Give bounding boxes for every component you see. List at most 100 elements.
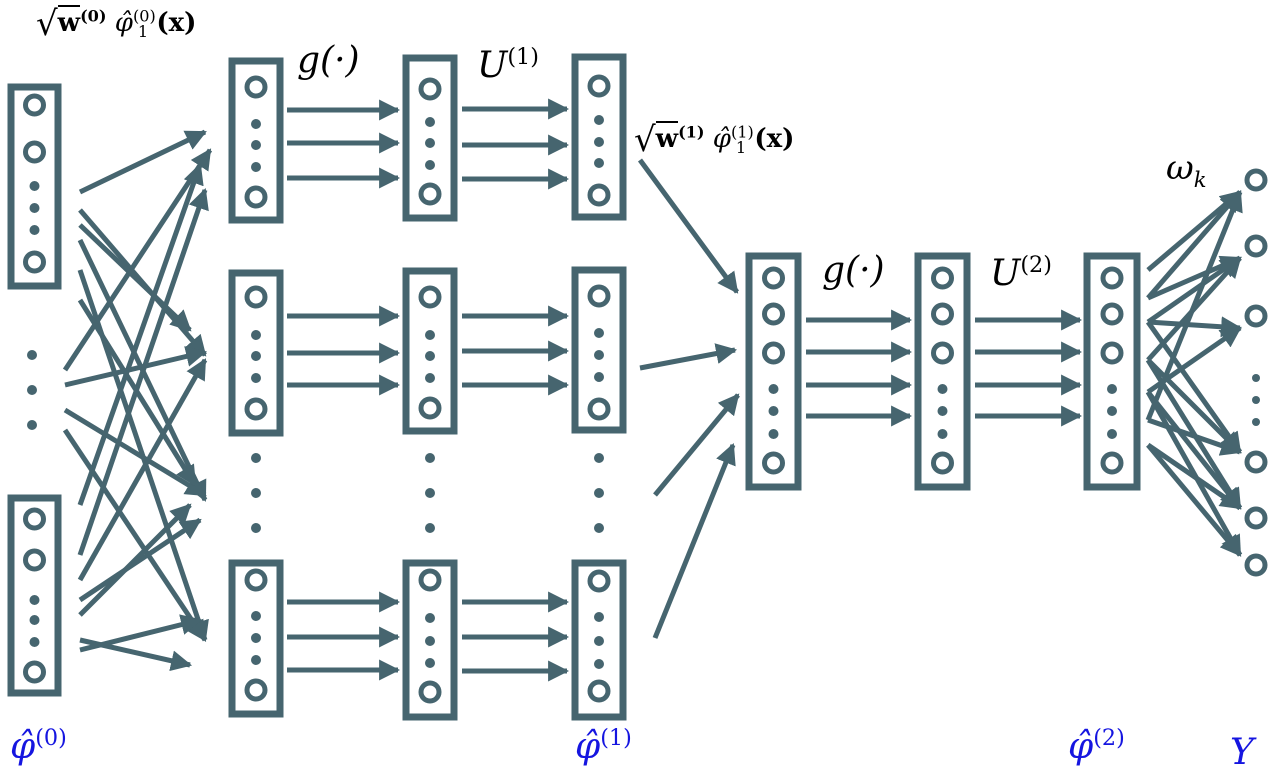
connection-arrows xyxy=(62,98,1243,682)
ellipsis-dot xyxy=(1107,384,1117,394)
ellipsis-dots xyxy=(27,168,1268,577)
sqrt-w1-phi1-label: √w(1) φ̂(1)1 (x) xyxy=(634,120,795,160)
neuron-node xyxy=(762,266,785,290)
ellipsis-dot xyxy=(425,523,435,533)
neuron-node xyxy=(931,341,954,365)
colC-box-1 xyxy=(571,53,627,221)
ellipsis-dot xyxy=(425,453,435,463)
ellipsis-dot xyxy=(29,225,40,235)
ellipsis-dot xyxy=(251,162,261,172)
input-connection-arrow xyxy=(78,517,202,603)
ellipsis-dot xyxy=(29,595,40,605)
input-connection-arrow xyxy=(77,163,204,506)
colA-box-2 xyxy=(228,269,284,437)
layer-box xyxy=(914,252,971,491)
ellipsis-dot xyxy=(594,328,604,338)
ellipsis-dot xyxy=(251,351,261,361)
g-label-1: g(·) xyxy=(297,40,360,81)
ellipsis-dot xyxy=(594,523,604,533)
ellipsis-dot xyxy=(594,636,604,646)
layer-box xyxy=(571,53,627,221)
ellipsis-dot xyxy=(1107,406,1117,416)
ellipsis-dot xyxy=(1107,429,1117,439)
ellipsis-dot xyxy=(594,453,604,463)
input-connection-arrow xyxy=(79,614,203,653)
colE-box xyxy=(914,252,971,491)
neuron-node xyxy=(587,284,611,308)
ellipsis-dot xyxy=(594,350,604,360)
input-connection-arrow xyxy=(78,223,192,332)
ellipsis-dot xyxy=(768,384,779,394)
neuron-node xyxy=(23,250,46,274)
output-arrow xyxy=(1146,190,1242,300)
neuron-node xyxy=(418,680,442,704)
colB-box-3 xyxy=(402,559,458,721)
ellipsis-dot xyxy=(425,330,435,340)
layer-box xyxy=(402,267,458,435)
input-connection-arrow xyxy=(77,298,198,487)
layer-box xyxy=(228,559,284,718)
ellipsis-dot xyxy=(594,488,604,498)
ellipsis-dot xyxy=(251,453,261,463)
neuron-node xyxy=(1244,450,1268,474)
output-arrow xyxy=(1146,390,1242,510)
ellipsis-dot xyxy=(425,351,435,361)
input-connection-arrow xyxy=(78,129,207,195)
ellipsis-dot xyxy=(251,523,261,533)
neuron-node xyxy=(762,341,785,365)
ellipsis-dot xyxy=(27,420,37,430)
neuron-node xyxy=(418,285,442,309)
neuron-node xyxy=(1244,234,1268,258)
neuron-node xyxy=(587,569,611,593)
neuron-node xyxy=(762,451,785,475)
ellipsis-dot xyxy=(425,613,435,623)
colF-box xyxy=(1083,252,1141,491)
input-connection-arrow xyxy=(77,358,208,582)
U1-label: U(1) xyxy=(477,44,539,86)
input-box-bottom xyxy=(7,494,62,697)
ellipsis-dot xyxy=(27,385,37,395)
neuron-layers xyxy=(7,53,1141,721)
ellipsis-dot xyxy=(251,488,261,498)
phi-hat-0-label: φ̂(0) xyxy=(10,725,67,767)
input-box-top xyxy=(7,83,62,290)
neuron-node xyxy=(244,285,268,309)
layer-box xyxy=(745,252,802,491)
ellipsis-dot xyxy=(425,658,435,668)
ellipsis-dot xyxy=(251,611,261,621)
neuron-node xyxy=(1244,553,1268,577)
output-arrow xyxy=(1145,190,1243,421)
neuron-node xyxy=(244,568,268,592)
layer-box xyxy=(402,559,458,721)
layer-box xyxy=(1083,252,1141,491)
U2-label: U(2) xyxy=(990,252,1052,294)
input-connection-arrow xyxy=(62,428,208,642)
neuron-node xyxy=(762,302,785,326)
colC-box-3 xyxy=(571,559,627,721)
phi-hat-1-label: φ̂(1) xyxy=(575,725,632,767)
sqrt-w0-phi1-label: √w(0) φ̂(0)1 (x) xyxy=(36,4,197,44)
neuron-node xyxy=(931,451,954,475)
neuron-node xyxy=(587,397,611,421)
layer-box xyxy=(228,269,284,437)
ellipsis-dot xyxy=(425,373,435,383)
output-arrow xyxy=(1146,443,1242,557)
neuron-node xyxy=(1244,168,1268,192)
output-arrow xyxy=(1146,255,1242,325)
ellipsis-dot xyxy=(29,181,40,191)
g-label-2: g(·) xyxy=(822,250,885,291)
neuron-node xyxy=(931,266,954,290)
ellipsis-dot xyxy=(1252,374,1260,382)
neuron-node xyxy=(931,302,954,326)
ellipsis-dot xyxy=(594,659,604,669)
layer-box xyxy=(571,559,627,721)
ellipsis-dot xyxy=(251,655,261,665)
ellipsis-dot xyxy=(251,140,261,150)
ellipsis-dot xyxy=(594,115,604,125)
layer-box xyxy=(402,54,458,222)
input-connection-arrow xyxy=(64,346,208,388)
ellipsis-dot xyxy=(425,138,435,148)
neuron-node xyxy=(1100,266,1124,290)
ellipsis-dot xyxy=(251,633,261,643)
